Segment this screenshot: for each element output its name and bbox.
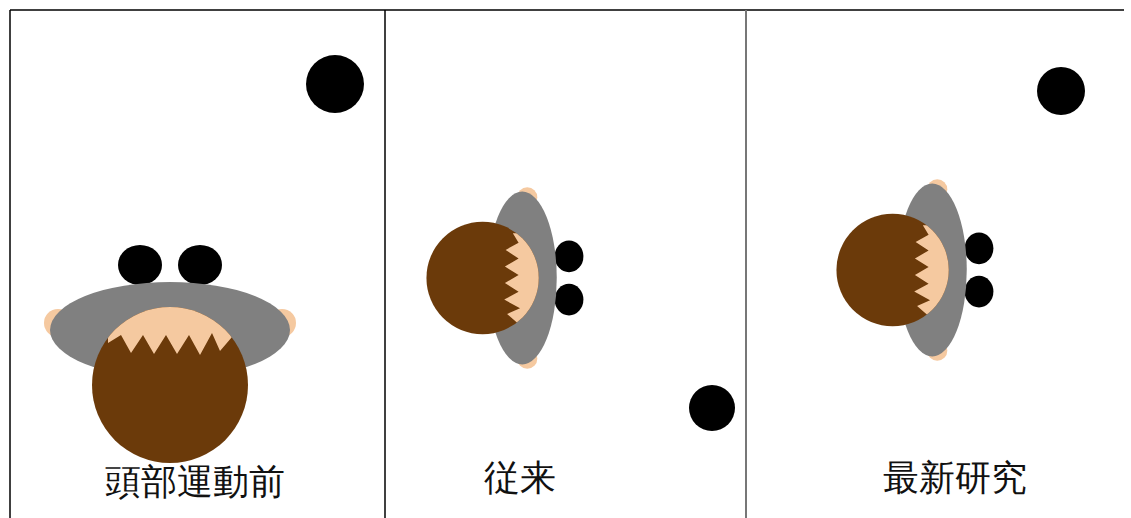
target-dot bbox=[689, 385, 735, 431]
person-latest bbox=[836, 179, 993, 360]
panel-label: 頭部運動前 bbox=[105, 462, 285, 502]
target-dot bbox=[1037, 67, 1085, 115]
panel-label: 従来 bbox=[484, 458, 556, 498]
panel-label: 最新研究 bbox=[883, 458, 1027, 498]
person-conventional bbox=[426, 187, 583, 368]
target-dot bbox=[306, 55, 364, 113]
person-before bbox=[44, 245, 296, 463]
panel-frame bbox=[10, 10, 1124, 518]
